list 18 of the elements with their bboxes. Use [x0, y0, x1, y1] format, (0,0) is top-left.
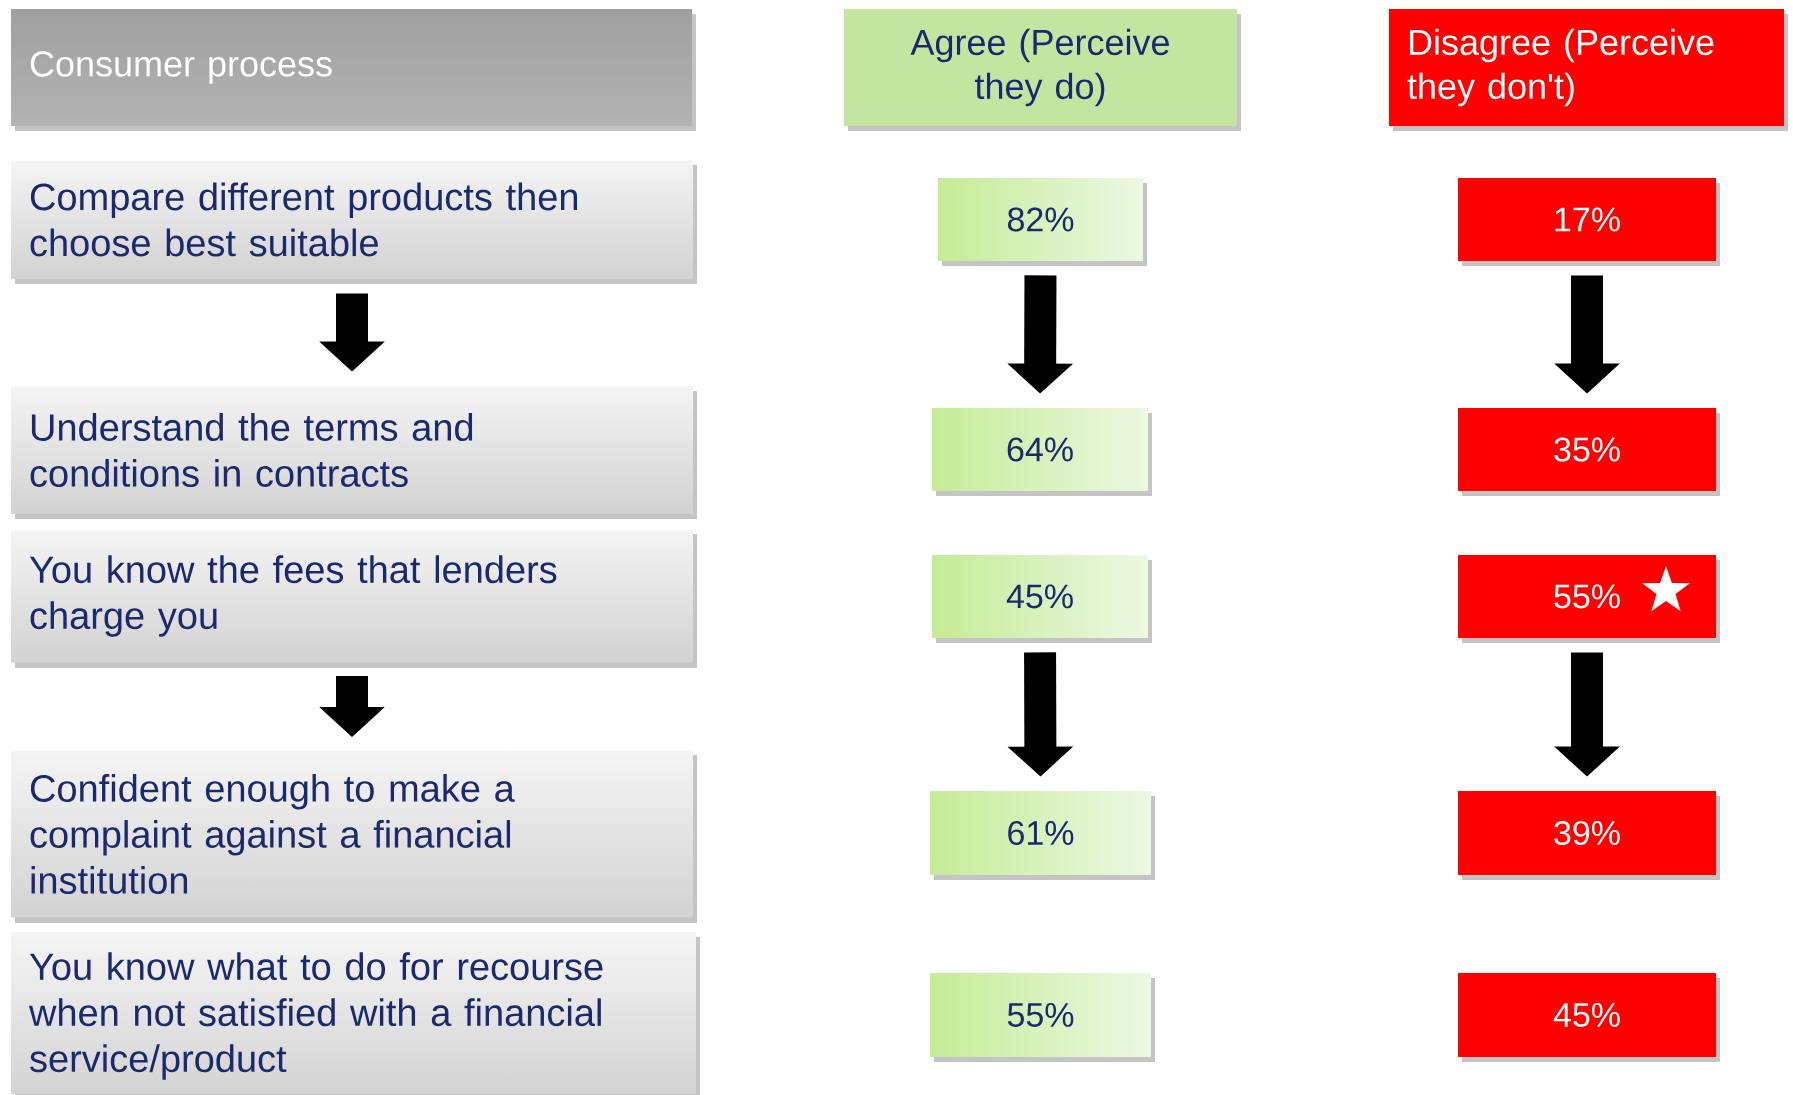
header-box: Consumer process	[11, 9, 696, 131]
process-box: Understand the terms and conditions in contracts	[11, 386, 697, 519]
value-box: 61%	[930, 791, 1155, 880]
value-box: 55%	[1458, 555, 1720, 643]
value-box: 82%	[938, 178, 1147, 266]
value-box: 45%	[1458, 973, 1720, 1062]
process-box: Compare different products then choose best suitable	[11, 160, 697, 284]
process-box: Confident enough to make a complaint against a financial institution	[11, 750, 697, 923]
value-box: 17%	[1458, 178, 1720, 266]
header-box: Agree (Perceive they do)	[844, 9, 1241, 131]
value-box: 64%	[932, 408, 1152, 496]
value-box: 39%	[1458, 791, 1720, 880]
process-box: You know what to do for recourse when not satisfied with a financial service/product	[11, 932, 700, 1095]
header-box: Disagree (Perceive they don't)	[1389, 9, 1788, 131]
value-box: 55%	[930, 973, 1155, 1062]
value-box: 35%	[1458, 408, 1720, 496]
value-box: 45%	[932, 555, 1152, 643]
process-box: You know the fees that lenders charge you	[11, 530, 697, 668]
